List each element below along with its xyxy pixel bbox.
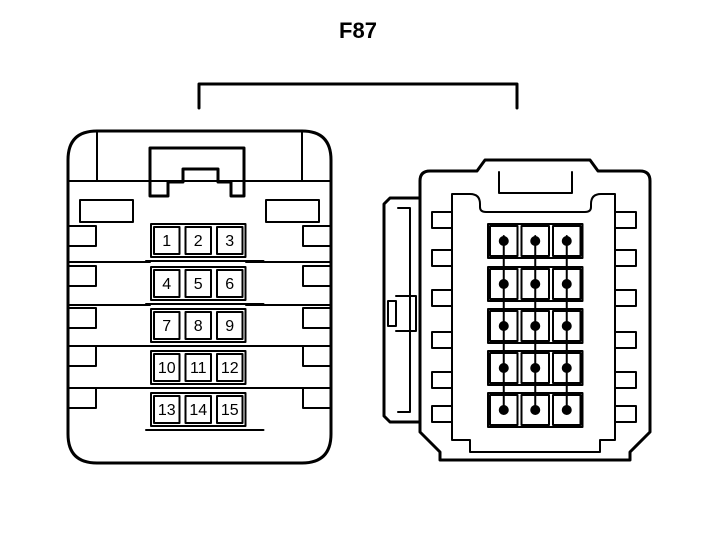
pin-number-label: 5 bbox=[194, 276, 203, 293]
left-housing-ledge bbox=[302, 265, 332, 287]
left-cavity-row bbox=[150, 392, 247, 427]
left-cavity bbox=[184, 395, 212, 424]
left-housing-ledge bbox=[67, 345, 97, 367]
left-cavity bbox=[216, 269, 244, 298]
pin-number-label: 11 bbox=[190, 360, 207, 377]
connector-title: F87 bbox=[339, 18, 377, 43]
left-cavity-row bbox=[150, 266, 247, 301]
right-housing-ledge bbox=[431, 249, 453, 267]
terminal-pin-dot bbox=[498, 321, 509, 331]
left-housing-ledge bbox=[67, 265, 97, 287]
right-connector-housing bbox=[382, 158, 652, 462]
right-housing-ledge bbox=[614, 249, 637, 267]
terminal-pin-dot bbox=[561, 321, 572, 331]
pin-number-label: 10 bbox=[158, 360, 176, 377]
terminal-pin-dot bbox=[530, 279, 541, 289]
pin-number-label: 12 bbox=[221, 360, 239, 377]
left-cavity bbox=[216, 311, 244, 340]
left-cavity bbox=[153, 353, 181, 382]
right-housing-ledge bbox=[431, 331, 453, 349]
right-housing-ledge bbox=[614, 405, 637, 423]
right-housing-ledge bbox=[431, 211, 453, 229]
pin-number-label: 13 bbox=[158, 402, 176, 419]
left-cavity-row bbox=[150, 308, 247, 343]
terminal-pin-dot bbox=[498, 236, 509, 246]
left-housing-ledge bbox=[67, 307, 97, 329]
terminal-pin-dot bbox=[530, 321, 541, 331]
left-cavity bbox=[184, 226, 212, 255]
right-housing-ledge bbox=[614, 331, 637, 349]
right-housing-ledge bbox=[431, 289, 453, 307]
right-housing-ledge bbox=[614, 211, 637, 229]
left-housing-ledge bbox=[302, 225, 332, 247]
pin-number-label: 7 bbox=[162, 318, 171, 335]
terminal-pin-dot bbox=[498, 405, 509, 415]
terminal-pin-dot bbox=[561, 405, 572, 415]
left-cavity bbox=[216, 353, 244, 382]
pin-number-label: 9 bbox=[225, 318, 234, 335]
terminal-pin-dot bbox=[530, 236, 541, 246]
terminal-pin-dot bbox=[530, 405, 541, 415]
pin-number-label: 4 bbox=[162, 276, 171, 293]
left-cavity bbox=[153, 395, 181, 424]
left-cavity-row bbox=[150, 350, 247, 385]
terminal-pin-dot bbox=[561, 236, 572, 246]
pin-number-label: 8 bbox=[194, 318, 203, 335]
pairing-bracket bbox=[197, 82, 519, 110]
left-cavity bbox=[153, 226, 181, 255]
left-cavity bbox=[216, 395, 244, 424]
terminal-pin-dot bbox=[498, 279, 509, 289]
left-housing-ledge bbox=[67, 225, 97, 247]
pin-number-label: 1 bbox=[162, 233, 171, 250]
left-housing-ledge bbox=[302, 387, 332, 409]
terminal-pin-dot bbox=[561, 363, 572, 373]
terminal-pin-dot bbox=[561, 279, 572, 289]
right-housing-ledge bbox=[431, 405, 453, 423]
left-cavity bbox=[153, 311, 181, 340]
terminal-pin-dot bbox=[498, 363, 509, 373]
left-housing-ledge bbox=[302, 307, 332, 329]
left-cavity bbox=[153, 269, 181, 298]
pin-number-label: 2 bbox=[194, 233, 203, 250]
left-cavity bbox=[184, 311, 212, 340]
pin-number-label: 15 bbox=[221, 402, 239, 419]
terminal-pin-dot bbox=[530, 363, 541, 373]
pin-number-label: 3 bbox=[225, 233, 234, 250]
left-cavity bbox=[216, 226, 244, 255]
pin-number-label: 6 bbox=[225, 276, 234, 293]
right-housing-ledge bbox=[431, 371, 453, 389]
left-cavity-row bbox=[150, 223, 247, 258]
right-housing-ledge bbox=[614, 371, 637, 389]
left-connector-housing bbox=[66, 129, 333, 465]
right-housing-ledge bbox=[614, 289, 637, 307]
left-cavity bbox=[184, 269, 212, 298]
left-housing-ledge bbox=[302, 345, 332, 367]
pin-number-label: 14 bbox=[189, 402, 207, 419]
left-cavity bbox=[184, 353, 212, 382]
left-housing-ledge bbox=[67, 387, 97, 409]
